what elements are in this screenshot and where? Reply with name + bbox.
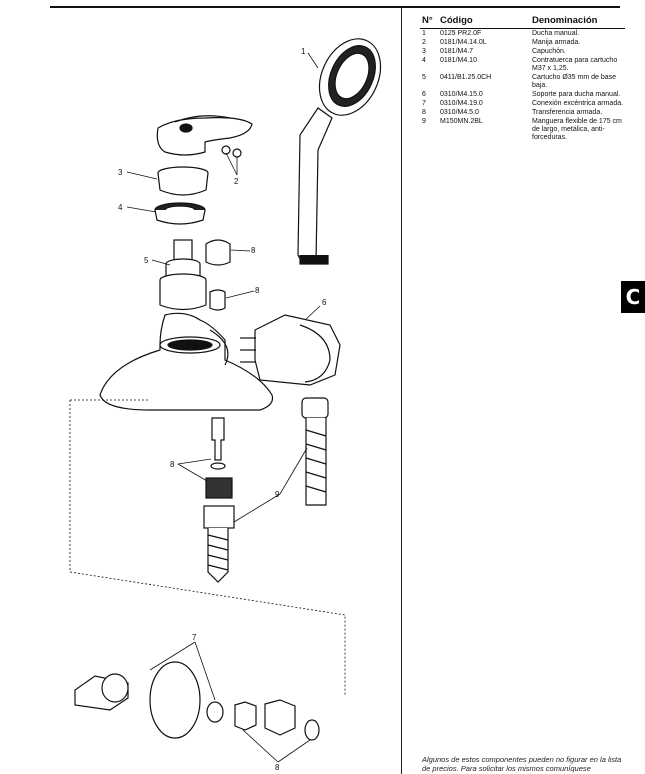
row-number: 7	[422, 99, 426, 107]
table-row: 9 M150MN.2BL Manguera flexible de 175 cm d…	[420, 117, 625, 142]
callout-4: 4	[118, 203, 123, 212]
section-tab[interactable]: C	[621, 281, 645, 313]
mixer-body-part	[99, 312, 274, 411]
callout-8-cap: 8	[251, 246, 256, 255]
row-name: Ducha manual.	[532, 29, 580, 37]
parts-table: N° Código Denominación 1 0125 PR2.0F Ducha…	[420, 15, 625, 142]
row-number: 8	[422, 108, 426, 116]
callout-9: 9	[275, 490, 280, 499]
callout-8-nuts: 8	[275, 763, 280, 772]
callout-8-diverter: 8	[170, 460, 175, 469]
diverter-part	[203, 417, 235, 583]
row-code: 0181/M4.14.0L	[440, 38, 487, 46]
row-number: 6	[422, 90, 426, 98]
row-name: Manguera flexible de 175 cm de largo, me…	[532, 117, 622, 141]
row-code: 0310/M4.5.0	[440, 108, 479, 116]
row-code: 0411/B1.25.0CH	[440, 73, 492, 81]
row-number: 4	[422, 56, 426, 64]
row-name: Capuchón.	[532, 47, 566, 55]
row-number: 2	[422, 38, 426, 46]
exploded-view-drawing: 1 2 3 4 5 6 7 8 8 8 8 9	[69, 38, 382, 772]
eccentric-connection-part	[74, 661, 320, 741]
callout-5: 5	[144, 256, 149, 265]
row-number: 9	[422, 117, 426, 125]
table-row: 8 0310/M4.5.0 Transferencia armada.	[420, 108, 625, 117]
table-row: 5 0411/B1.25.0CH Cartucho Ø35 mm de base b…	[420, 73, 625, 90]
row-code: 0125 PR2.0F	[440, 29, 482, 37]
row-code: 0181/M4.7	[440, 47, 474, 55]
footnote: Algunos de estos componentes pueden no f…	[422, 755, 622, 773]
row-name: Transferencia armada.	[532, 108, 603, 116]
row-number: 3	[422, 47, 426, 55]
header-number: N°	[420, 15, 440, 29]
row-name: Manija armada.	[532, 38, 581, 46]
row-code: 0310/M4.15.0	[440, 90, 483, 98]
column-divider	[401, 8, 402, 774]
row-name: Soporte para ducha manual.	[532, 90, 621, 98]
table-row: 7 0310/M4.19.0 Conexión excéntrica armada.	[420, 99, 625, 108]
callout-6: 6	[322, 298, 327, 307]
table-row: 4 0181/M4.10 Contratuerca para cartucho M3…	[420, 56, 625, 73]
cartridge-part	[159, 239, 207, 311]
row-name: Conexión excéntrica armada.	[532, 99, 624, 107]
header-code: Código	[440, 15, 532, 29]
table-row: 2 0181/M4.14.0L Manija armada.	[420, 38, 625, 47]
table-row: 1 0125 PR2.0F Ducha manual.	[420, 29, 625, 39]
row-code: M150MN.2BL	[440, 117, 483, 125]
row-code: 0310/M4.19.0	[440, 99, 483, 107]
hose-part	[301, 397, 329, 506]
row-name: Contratuerca para cartucho M37 x 1,25.	[532, 56, 618, 72]
hand-shower-part	[297, 38, 382, 265]
callout-1: 1	[301, 47, 306, 56]
row-code: 0181/M4.10	[440, 56, 477, 64]
parts-table-header: N° Código Denominación	[420, 15, 625, 29]
table-row: 6 0310/M4.15.0 Soporte para ducha manual.	[420, 90, 625, 99]
callout-8-sleeve: 8	[255, 286, 260, 295]
lever-handle-part	[156, 115, 253, 156]
lock-nut-part	[154, 202, 206, 225]
row-number: 1	[422, 29, 426, 37]
row-number: 5	[422, 73, 426, 81]
shower-holder-part	[240, 314, 341, 386]
row-name: Cartucho Ø35 mm de base baja.	[532, 73, 617, 89]
callout-3: 3	[118, 168, 123, 177]
header-name: Denominación	[532, 15, 625, 29]
table-row: 3 0181/M4.7 Capuchón.	[420, 47, 625, 56]
cap-part	[157, 166, 209, 196]
callout-2: 2	[234, 177, 239, 186]
callout-7: 7	[192, 633, 197, 642]
top-rule	[50, 6, 620, 8]
